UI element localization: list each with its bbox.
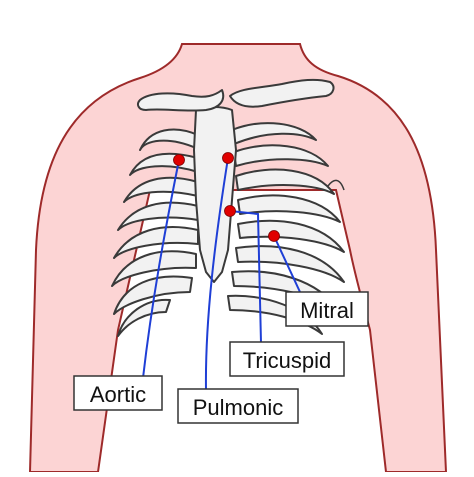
ribs-left <box>227 122 345 335</box>
pulmonic-label-box <box>177 388 299 424</box>
mitral-leader <box>273 235 301 293</box>
label-pulmonic: Pulmonic <box>177 388 299 424</box>
label-mitral: Mitral <box>285 291 369 327</box>
rib-cage <box>111 78 345 337</box>
markers <box>173 152 280 242</box>
mitral-label-text: Mitral <box>300 298 354 323</box>
clavicle-right <box>137 89 225 112</box>
lateral-line <box>327 179 345 191</box>
leader-lines <box>142 157 301 391</box>
mitral-marker <box>268 230 280 242</box>
pulmonic-leader <box>204 157 229 391</box>
mitral-label-box <box>285 291 369 327</box>
aortic-label-text: Aortic <box>90 382 146 407</box>
tricuspid-label-text: Tricuspid <box>243 348 331 373</box>
label-aortic: Aortic <box>73 375 163 411</box>
aortic-label-box <box>73 375 163 411</box>
tricuspid-label-box <box>229 341 345 377</box>
tricuspid-marker <box>224 205 236 217</box>
aortic-marker <box>173 154 185 166</box>
pulmonic-label-text: Pulmonic <box>193 395 283 420</box>
label-tricuspid: Tricuspid <box>229 341 345 377</box>
aortic-leader <box>142 159 180 379</box>
pulmonic-marker <box>222 152 234 164</box>
tricuspid-leader <box>229 210 262 344</box>
clavicle-left <box>229 78 335 108</box>
